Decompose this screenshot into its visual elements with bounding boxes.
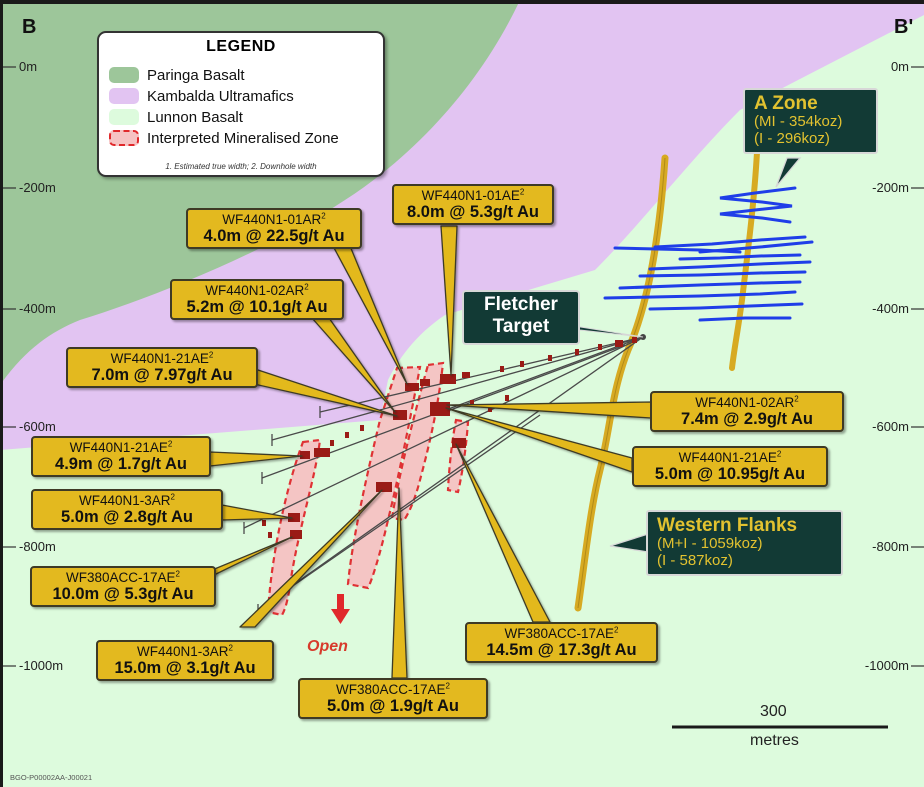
intercept-grade: 5.2m @ 10.1g/t Au (186, 298, 328, 317)
target-line: Target (492, 315, 550, 337)
intercept-callout: WF440N1-21AE2 4.9m @ 1.7g/t Au (31, 436, 211, 477)
depth-label-left: -1000m (19, 658, 64, 673)
depth-label-right: 0m (890, 59, 909, 74)
intercept-callout: WF440N1-3AR2 15.0m @ 3.1g/t Au (96, 640, 274, 681)
western-flanks-label: Western Flanks (M+I - 1059koz) (I - 587k… (646, 510, 843, 576)
intercept-grade: 4.9m @ 1.7g/t Au (55, 455, 187, 474)
section-end-label: B' (894, 16, 914, 38)
intercept-grade: 5.0m @ 1.9g/t Au (327, 697, 459, 716)
legend: LEGEND Paringa Basalt Kambalda Ultramafi… (97, 31, 385, 177)
intercept-marks (262, 337, 637, 539)
depth-label-left: -600m (19, 419, 56, 434)
open-arrow (331, 594, 350, 624)
legend-label: Lunnon Basalt (147, 108, 243, 126)
hole-end-ticks (243, 406, 321, 616)
legend-item-paringa-basalt: Paringa Basalt (109, 65, 245, 85)
fletcher-target-label: Fletcher Target (462, 290, 580, 345)
zone-resource: (M+I - 1059koz) (657, 535, 763, 553)
legend-swatch (109, 109, 139, 125)
frame-top (0, 0, 924, 4)
legend-swatch (109, 130, 139, 146)
intercept-callout: WF380ACC-17AE2 5.0m @ 1.9g/t Au (298, 678, 488, 719)
intercept-callout: WF440N1-02AR2 5.2m @ 10.1g/t Au (170, 279, 344, 320)
zone-name: Western Flanks (657, 515, 798, 536)
depth-label-left: -800m (19, 539, 56, 554)
hole-id: WF440N1-21AE2 (69, 439, 173, 455)
legend-swatch (109, 67, 139, 83)
target-line: Fletcher (484, 294, 558, 315)
figure-reference: BGO-P00002AA-J00021 (10, 773, 93, 782)
hole-id: WF440N1-3AR2 (79, 492, 175, 508)
legend-label: Interpreted Mineralised Zone (147, 129, 339, 147)
intercept-callout: WF440N1-21AE2 7.0m @ 7.97g/t Au (66, 347, 258, 388)
legend-item-lunnon-basalt: Lunnon Basalt (109, 107, 243, 127)
legend-title: LEGEND (206, 38, 276, 55)
zone-name: A Zone (754, 93, 818, 114)
intercept-grade: 5.0m @ 2.8g/t Au (61, 508, 193, 527)
zone-resource: (I - 296koz) (754, 130, 830, 148)
intercept-callout: WF380ACC-17AE2 14.5m @ 17.3g/t Au (465, 622, 658, 663)
hole-id: WF380ACC-17AE2 (336, 681, 450, 697)
intercept-callout: WF440N1-01AE2 8.0m @ 5.3g/t Au (392, 184, 554, 225)
legend-item-mineralised-zone: Interpreted Mineralised Zone (109, 128, 339, 148)
depth-label-right: -1000m (864, 658, 909, 673)
frame-left (0, 0, 3, 787)
hole-id: WF440N1-21AE2 (110, 350, 214, 366)
scale-value: 300 (760, 703, 787, 720)
depth-label-left: -400m (19, 301, 56, 316)
intercept-grade: 14.5m @ 17.3g/t Au (486, 641, 637, 660)
intercept-grade: 15.0m @ 3.1g/t Au (114, 659, 256, 678)
hole-id: WF440N1-02AR2 (205, 282, 309, 298)
intercept-grade: 7.0m @ 7.97g/t Au (91, 366, 233, 385)
hole-id: WF440N1-3AR2 (137, 643, 233, 659)
section-start-label: B (22, 16, 37, 38)
intercept-callout: WF440N1-3AR2 5.0m @ 2.8g/t Au (31, 489, 223, 530)
intercept-callout: WF440N1-02AR2 7.4m @ 2.9g/t Au (650, 391, 844, 432)
depth-label-left: -200m (19, 180, 56, 195)
hole-id: WF440N1-01AR2 (222, 211, 326, 227)
scale-unit: metres (750, 732, 799, 749)
depth-ticks (3, 66, 924, 667)
depth-label-right: -800m (872, 539, 909, 554)
intercept-callout: WF440N1-01AR2 4.0m @ 22.5g/t Au (186, 208, 362, 249)
legend-label: Paringa Basalt (147, 66, 245, 84)
zone-resource: (MI - 354koz) (754, 113, 843, 131)
legend-note: 1. Estimated true width; 2. Downhole wid… (165, 162, 317, 171)
depth-label-right: -400m (872, 301, 909, 316)
intercept-grade: 10.0m @ 5.3g/t Au (52, 585, 194, 604)
intercept-grade: 8.0m @ 5.3g/t Au (407, 203, 539, 222)
a-zone-drill-traces (603, 186, 814, 322)
legend-label: Kambalda Ultramafics (147, 87, 294, 105)
intercept-callout: WF440N1-21AE2 5.0m @ 10.95g/t Au (632, 446, 828, 487)
zone-resource: (I - 587koz) (657, 552, 733, 570)
hole-id: WF440N1-21AE2 (678, 449, 782, 465)
hole-id: WF380ACC-17AE2 (504, 625, 619, 641)
hole-id: WF440N1-02AR2 (695, 394, 799, 410)
legend-swatch (109, 88, 139, 104)
hole-id: WF440N1-01AE2 (421, 187, 525, 203)
zone-leaders (609, 157, 802, 553)
depth-label-right: -600m (872, 419, 909, 434)
intercept-callout: WF380ACC-17AE2 10.0m @ 5.3g/t Au (30, 566, 216, 607)
open-label: Open (307, 638, 348, 655)
legend-item-kambalda-ultramafics: Kambalda Ultramafics (109, 86, 294, 106)
hole-id: WF380ACC-17AE2 (66, 569, 180, 585)
intercept-grade: 7.4m @ 2.9g/t Au (681, 410, 813, 429)
intercept-grade: 4.0m @ 22.5g/t Au (203, 227, 345, 246)
a-zone-label: A Zone (MI - 354koz) (I - 296koz) (743, 88, 878, 154)
depth-label-right: -200m (872, 180, 909, 195)
mineralised-zone-1 (266, 438, 322, 617)
intercept-grade: 5.0m @ 10.95g/t Au (654, 465, 806, 484)
depth-label-left: 0m (19, 59, 38, 74)
